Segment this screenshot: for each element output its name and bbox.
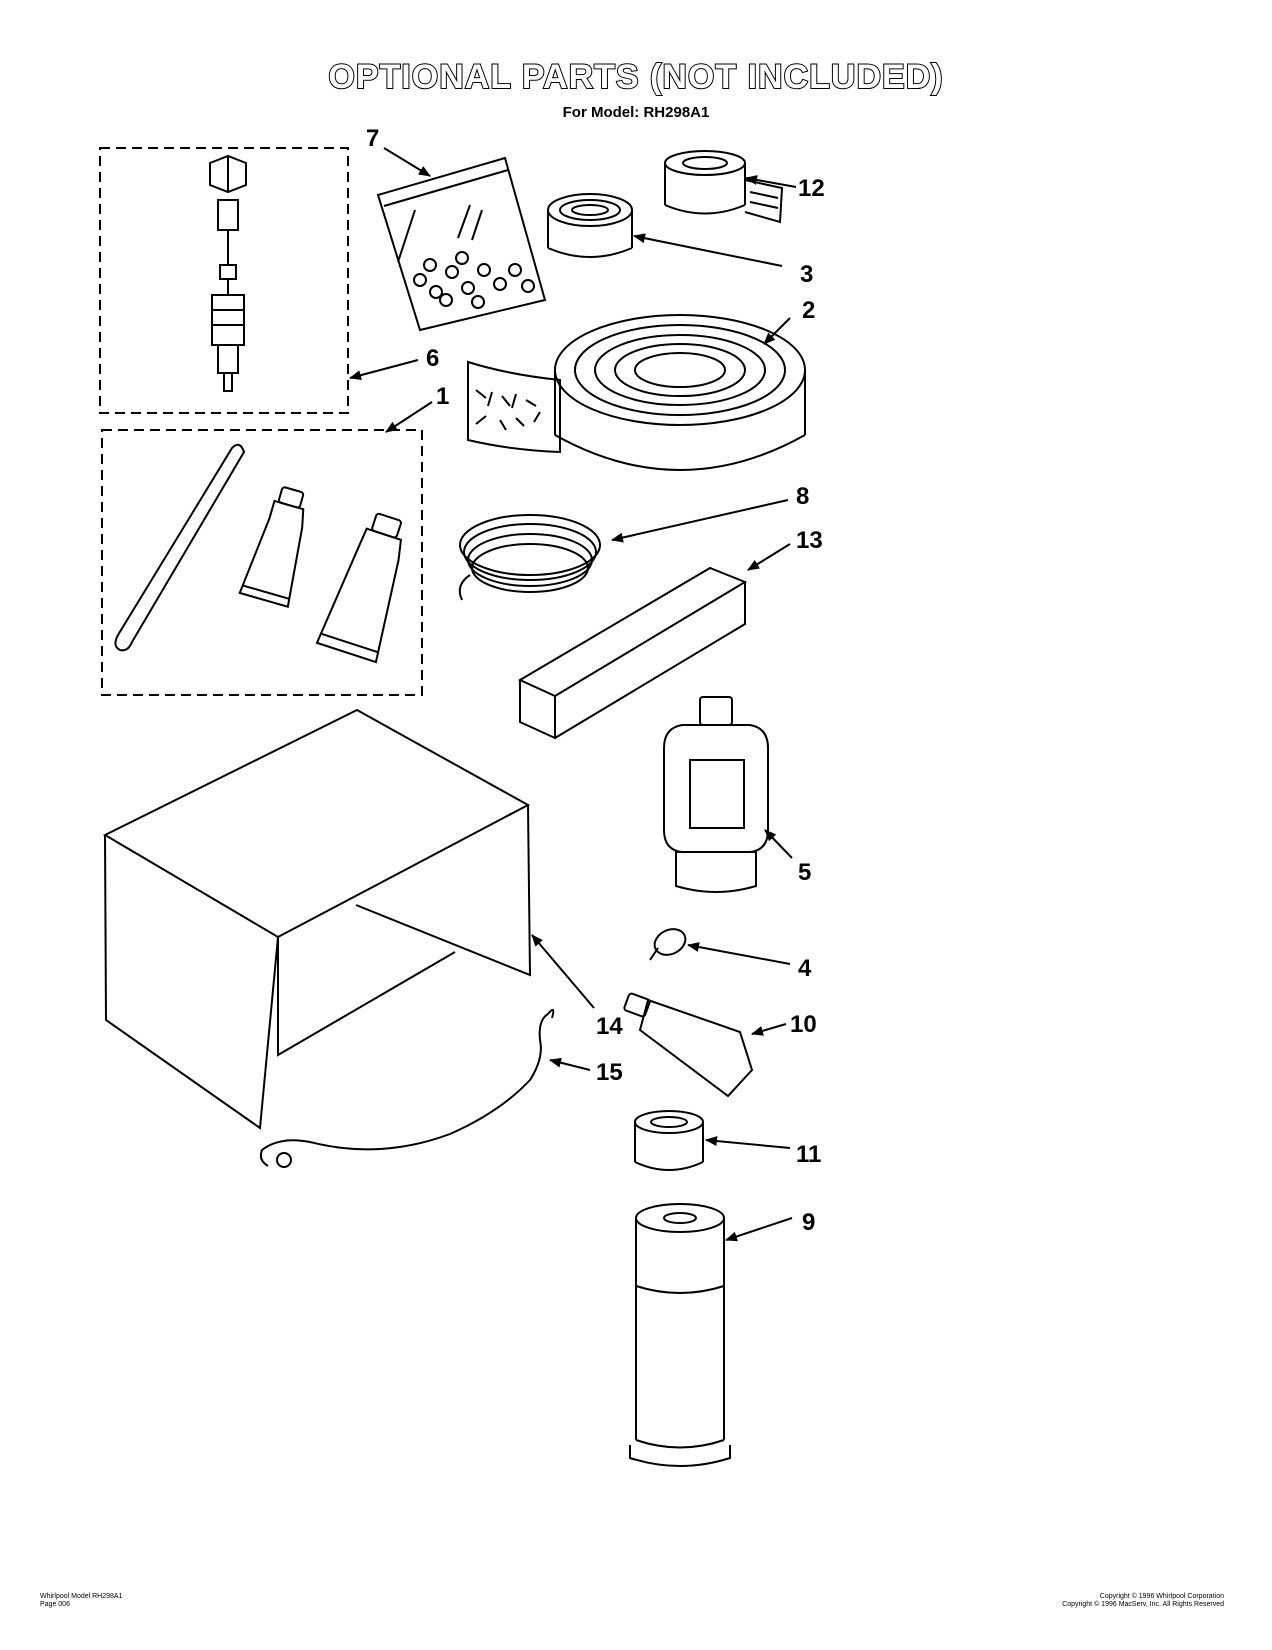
leader-6 xyxy=(349,359,419,381)
footer-model-line: Whirlpool Model RH298A1 xyxy=(40,1593,123,1600)
wire-coil-drawing xyxy=(458,514,601,601)
tape-roll-drawing xyxy=(664,150,784,224)
leader-5 xyxy=(764,829,793,859)
fastener-bag-drawing xyxy=(376,156,547,332)
callout-3: 3 xyxy=(800,261,813,288)
leader-11 xyxy=(705,1136,791,1149)
footer-copyright: Copyright © 1996 Whirlpool Corporation C… xyxy=(1062,1593,1224,1609)
callout-6: 6 xyxy=(426,345,439,372)
footer-page-line: Page 006 xyxy=(40,1601,70,1608)
callout-10: 10 xyxy=(790,1011,817,1038)
leader-2 xyxy=(763,317,791,345)
spray-can-drawing xyxy=(629,1203,731,1467)
callout-9: 9 xyxy=(802,1209,815,1236)
leader-4 xyxy=(687,942,791,965)
callout-12: 12 xyxy=(798,175,825,202)
foam-tape-drawing xyxy=(547,193,633,258)
valve-assembly-drawing xyxy=(209,154,247,392)
callout-8: 8 xyxy=(796,483,809,510)
leader-9 xyxy=(725,1217,793,1242)
callout-13: 13 xyxy=(796,527,823,554)
callout-7: 7 xyxy=(366,125,379,152)
foam-strip-drawing xyxy=(517,566,748,740)
small-tape-roll-drawing xyxy=(634,1110,704,1171)
group-box-1 xyxy=(101,429,423,696)
footer-model-info: Whirlpool Model RH298A1 Page 006 xyxy=(40,1593,122,1609)
leader-12 xyxy=(745,175,797,188)
footer-copyright-line-1: Copyright © 1996 Whirlpool Corporation xyxy=(1099,1593,1224,1600)
callout-5: 5 xyxy=(798,859,811,886)
callout-1: 1 xyxy=(436,383,449,410)
leader-14 xyxy=(531,934,595,1009)
leader-13 xyxy=(747,543,791,571)
bottle-drawing xyxy=(663,696,769,893)
callout-4: 4 xyxy=(798,955,812,982)
leader-1 xyxy=(385,401,433,433)
callout-14: 14 xyxy=(596,1013,623,1040)
callout-11: 11 xyxy=(796,1141,821,1168)
grease-tube-drawing xyxy=(623,992,754,1098)
leader-3 xyxy=(633,233,783,267)
leader-7 xyxy=(383,147,431,177)
cord-drawing xyxy=(259,1008,555,1168)
callout-15: 15 xyxy=(596,1059,623,1086)
page-title: OPTIONAL PARTS (NOT INCLUDED) xyxy=(327,57,944,97)
bulb-drawing xyxy=(649,928,687,961)
sealant-kit-drawing xyxy=(114,443,403,664)
leader-15 xyxy=(549,1057,591,1071)
page-subtitle: For Model: RH298A1 xyxy=(562,104,710,121)
callout-2: 2 xyxy=(802,297,815,324)
leader-10 xyxy=(751,1023,787,1036)
insulation-roll-drawing xyxy=(467,314,806,471)
cover-drawing xyxy=(102,708,532,1130)
footer-copyright-line-2: Copyright © 1996 MacServ, Inc. All Right… xyxy=(1062,1601,1224,1608)
leader-8 xyxy=(611,499,789,543)
